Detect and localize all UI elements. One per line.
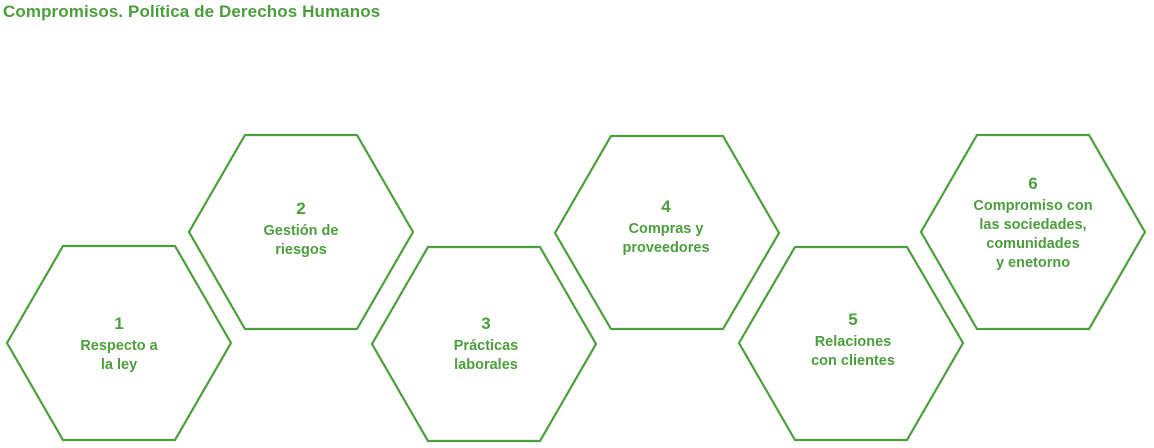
- hexagon-2-line-2: riesgos: [275, 242, 327, 258]
- diagram-title: Compromisos. Política de Derechos Humano…: [3, 2, 381, 21]
- hexagon-4-shape: [553, 134, 781, 331]
- hexagon-4-line-2: proveedores: [622, 240, 710, 256]
- hexagon-3-line-2: laborales: [454, 357, 518, 373]
- hexagon-1-line-1: Respecto a: [80, 338, 158, 354]
- hexagon-6-line-1: Compromiso con: [973, 198, 1093, 214]
- hexagon-3: 3 Prácticas laborales: [401, 314, 571, 375]
- hexagon-5-line-2: con clientes: [811, 353, 895, 369]
- hexagon-6-shape: [919, 133, 1147, 331]
- hexagon-6-line-4: y enetorno: [995, 255, 1071, 271]
- hexagon-1-number: 1: [114, 314, 124, 333]
- hexagon-3-line-1: Prácticas: [453, 338, 519, 354]
- hexagon-2-line-1: Gestión de: [263, 223, 339, 239]
- hexagon-5: 5 Relaciones con clientes: [768, 310, 938, 371]
- hexagon-6: 6 Compromiso con las sociedades, comunid…: [948, 174, 1118, 273]
- hexagon-1-line-2: la ley: [100, 357, 138, 373]
- hexagon-5-line-1: Relaciones: [814, 334, 892, 350]
- hexagon-4-number: 4: [661, 197, 671, 216]
- hexagon-4: 4 Compras y proveedores: [581, 197, 751, 258]
- hexagon-1-shape: [5, 244, 233, 442]
- hexagon-5-number: 5: [848, 310, 858, 329]
- hexagon-6-line-3: comunidades: [986, 236, 1080, 252]
- hexagon-2: 2 Gestión de riesgos: [216, 199, 386, 260]
- hexagon-6-number: 6: [1028, 174, 1038, 193]
- hexagon-3-number: 3: [481, 314, 491, 333]
- hexagon-2-number: 2: [296, 199, 306, 218]
- hexagon-6-line-2: las sociedades,: [979, 217, 1087, 233]
- hexagon-5-shape: [737, 245, 965, 442]
- hexagon-2-shape: [187, 133, 415, 331]
- hexagon-1: 1 Respecto a la ley: [34, 314, 204, 375]
- hexagon-3-shape: [370, 245, 598, 443]
- hexagon-4-line-1: Compras y: [628, 221, 704, 237]
